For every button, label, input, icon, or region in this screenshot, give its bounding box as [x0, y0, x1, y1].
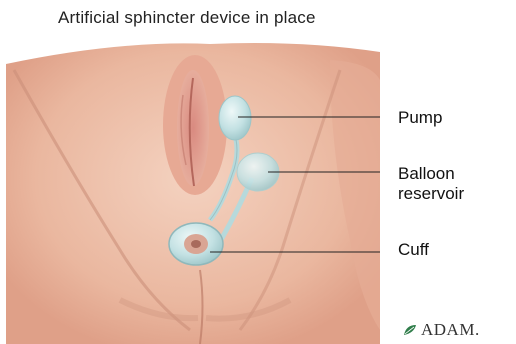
- cuff-label: Cuff: [398, 240, 429, 260]
- leaf-icon: [402, 323, 418, 337]
- balloon-label-line2: reservoir: [398, 184, 464, 204]
- adam-logo: ADAM.: [402, 320, 480, 340]
- pump-label: Pump: [398, 108, 442, 128]
- balloon-reservoir-label: Balloon reservoir: [398, 164, 464, 204]
- balloon-label-line1: Balloon: [398, 164, 464, 184]
- pump-device: [219, 96, 251, 140]
- logo-text: ADAM.: [421, 320, 480, 340]
